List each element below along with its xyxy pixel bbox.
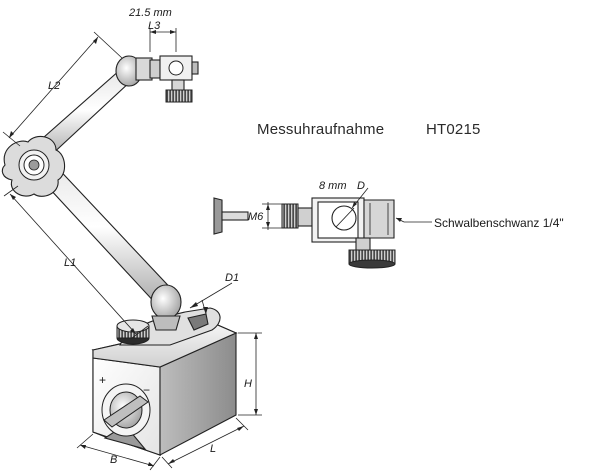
dim-l3-label: L3 [148, 20, 161, 32]
switch-minus-mark: − [143, 383, 150, 397]
dim-d1-label: D1 [225, 272, 239, 284]
switch-plus-mark: + [99, 373, 106, 387]
title-name: Messuhraufnahme [257, 121, 384, 138]
upper-gauge-holder [149, 55, 199, 103]
dim-d [351, 187, 369, 209]
dovetail-leader [395, 217, 432, 223]
detail-threaded-stud [281, 203, 299, 229]
dim-l2-label: L2 [48, 80, 60, 92]
title-code: HT0215 [426, 121, 481, 138]
dim-h-label: H [244, 378, 252, 390]
dim-d-label: D [357, 180, 365, 192]
switch-lever[interactable] [103, 395, 149, 428]
dim-b-label: B [110, 454, 117, 466]
dim-b [76, 433, 161, 471]
lower-ball-joint [150, 284, 182, 320]
lower-arm [36, 161, 182, 331]
dim-l-label: L [210, 443, 216, 455]
dim-l3-value: 21.5 mm [128, 7, 172, 19]
clamp-plate-hole [187, 313, 209, 331]
dim-d-value: 8 mm [319, 180, 347, 192]
dim-l2 [2, 31, 123, 147]
dim-m6 [262, 202, 282, 230]
upper-holder-knurled-screw[interactable] [165, 89, 193, 103]
central-clamp-knob[interactable] [1, 135, 66, 197]
magnetic-base: + − [91, 307, 238, 456]
dim-l1 [3, 185, 149, 339]
dim-l [161, 417, 249, 469]
detail-dovetail [363, 199, 395, 239]
detail-stem [213, 197, 223, 235]
dim-l3 [149, 28, 177, 52]
upper-arm [34, 55, 153, 159]
dim-d1 [189, 282, 233, 315]
dovetail-label: Schwalbenschwanz 1/4" [434, 216, 564, 230]
magnet-switch[interactable] [101, 383, 151, 437]
dim-h [238, 332, 262, 416]
dim-l1-label: L1 [64, 257, 76, 269]
detail-gauge-holder [213, 197, 396, 269]
dim-m6-label: M6 [248, 211, 264, 223]
